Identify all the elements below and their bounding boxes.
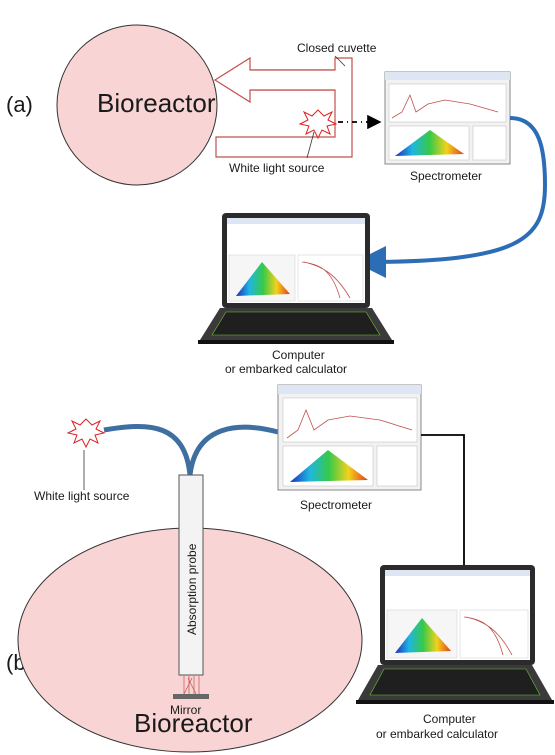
mirror	[173, 694, 209, 699]
spectrometer-a-window	[384, 71, 511, 165]
bioreactor-a-label: Bioreactor	[97, 88, 216, 118]
probe-label: Absorption probe	[185, 543, 199, 635]
computer-b-line2: or embarked calculator	[376, 727, 498, 741]
bioreactor-a	[56, 24, 218, 186]
mirror-label: Mirror	[170, 703, 201, 717]
probe-beams	[183, 676, 200, 695]
spectrometer-b-label: Spectrometer	[300, 498, 372, 512]
light-source-a-icon	[298, 109, 338, 140]
cuvette-label: Closed cuvette	[297, 41, 377, 55]
fiber-out	[187, 424, 279, 476]
panel-b: (b) Bioreactor White light source Absorp…	[6, 384, 554, 753]
bioreactor-b-label: Bioreactor	[134, 708, 253, 738]
light-leader-a	[306, 131, 315, 159]
fiber-in	[103, 423, 193, 476]
spectrometer-a-label: Spectrometer	[410, 169, 482, 183]
panel-a-label: (a)	[6, 92, 33, 117]
laptop-b	[356, 565, 554, 704]
computer-a-line1: Computer	[272, 348, 325, 362]
computer-b-line1: Computer	[423, 712, 476, 726]
light-b-label: White light source	[34, 489, 130, 503]
computer-a-line2: or embarked calculator	[225, 362, 347, 376]
spectrometer-b-window	[277, 384, 422, 491]
absorption-probe	[178, 474, 204, 676]
data-cable-b	[421, 434, 465, 565]
flow-arrow	[213, 56, 335, 104]
light-source-b-icon	[66, 418, 106, 449]
panel-a: (a) Bioreactor Closed cuvette White ligh…	[6, 24, 548, 376]
light-a-label: White light source	[229, 161, 325, 175]
data-cable-a	[354, 116, 548, 278]
laptop-a	[198, 213, 394, 344]
cuvette-leader	[334, 55, 346, 67]
